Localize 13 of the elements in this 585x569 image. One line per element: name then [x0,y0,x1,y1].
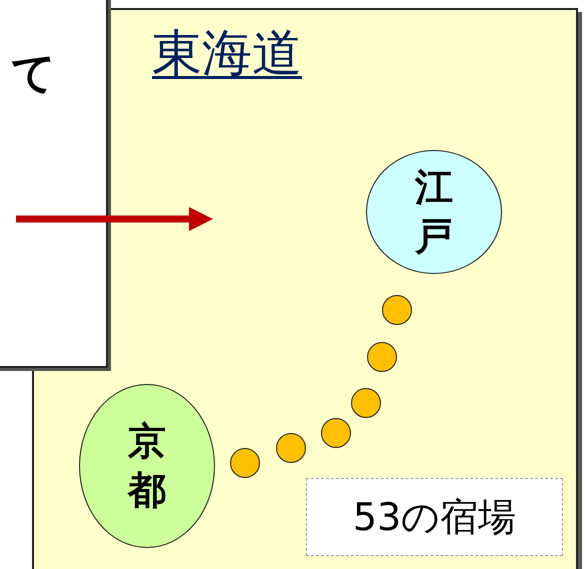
text-card [0,0,108,368]
title-text: 東海道 [152,26,302,81]
note-text: 53の宿場 [352,494,516,540]
station-dot [351,388,381,418]
station-dot [276,433,306,463]
city-name: 京都 [127,418,167,514]
station-dot [382,295,412,325]
note-box [306,478,563,556]
station-dot [230,448,260,478]
city-name: 江戸 [414,164,454,260]
station-dot [321,418,351,448]
heading-text: て [11,52,56,96]
station-dot [367,342,397,372]
